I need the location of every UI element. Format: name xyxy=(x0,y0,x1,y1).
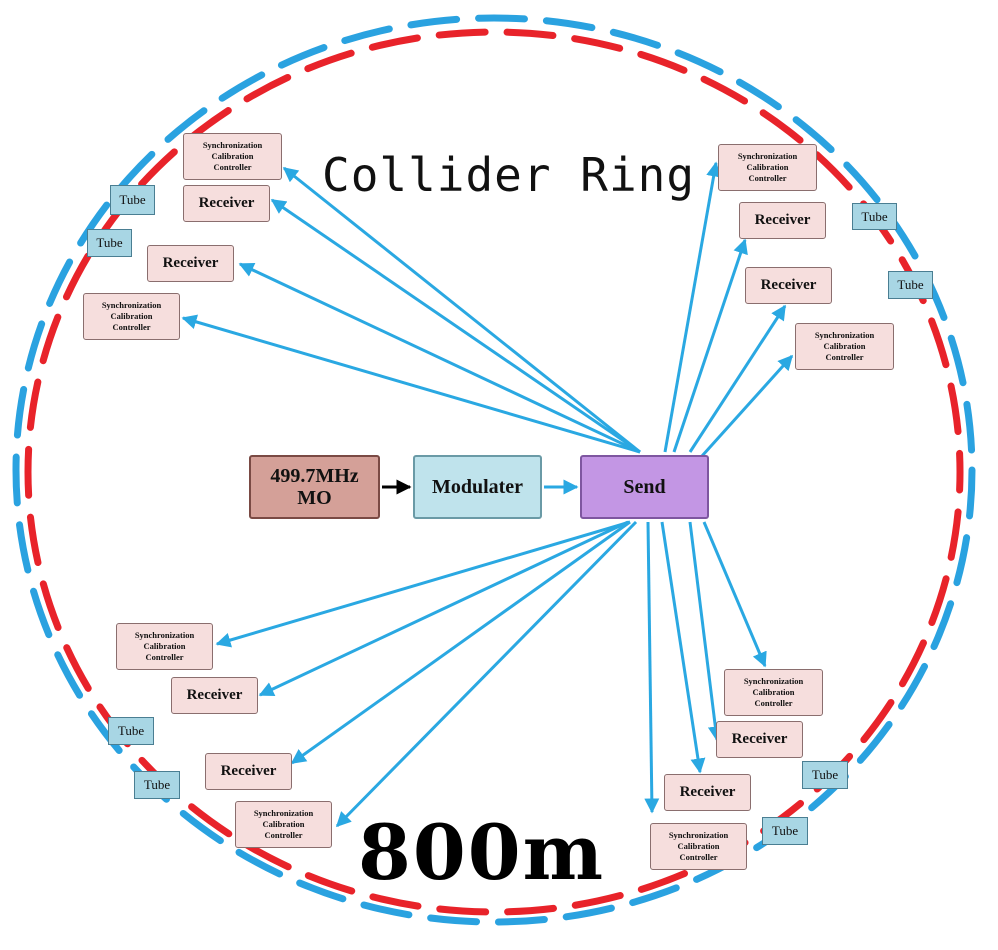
controller-line: Controller xyxy=(213,162,252,172)
arrow-send-to-sync-bottom-right xyxy=(702,521,767,668)
tube-bottom-left: Tube xyxy=(108,717,154,745)
send-box: Send xyxy=(580,455,709,519)
controller-line: Controller xyxy=(264,830,303,840)
distance-label: 800m xyxy=(358,808,606,897)
controller-line: Controller xyxy=(679,852,718,862)
sync-line: Synchronization xyxy=(814,330,875,340)
mo-frequency-label: 499.7MHz xyxy=(270,465,359,487)
sync-line: Synchronization xyxy=(743,676,804,686)
ring-outer-dashed xyxy=(12,14,976,926)
modulater-box: Modulater xyxy=(413,455,542,519)
sync-line: Synchronization xyxy=(202,140,263,150)
arrow-send-to-sync-top-left xyxy=(282,166,641,454)
receiver-bottom-left: Receiver xyxy=(171,677,258,714)
arrow-send-to-sync-bottom-center xyxy=(335,520,638,828)
arrow-send-to-sync-bottom-left xyxy=(215,520,631,648)
sync-controller-right: Synchronization Calibration Controller xyxy=(795,323,894,370)
sync-controller-bottom: Synchronization Calibration Controller xyxy=(650,823,747,870)
arrow-send-to-receiver-lower-left xyxy=(290,520,631,765)
sync-line: Synchronization xyxy=(253,808,314,818)
arrow-send-to-receiver-left xyxy=(238,262,641,454)
tube-lower-left: Tube xyxy=(134,771,180,799)
arrow-send-to-sync-top-right xyxy=(663,161,722,453)
sync-controller-bottom-left: Synchronization Calibration Controller xyxy=(116,623,213,670)
sync-line: Synchronization xyxy=(134,630,195,640)
sync-controller-top-right: Synchronization Calibration Controller xyxy=(718,144,817,191)
controller-line: Controller xyxy=(112,322,151,332)
arrow-send-to-sync-left xyxy=(181,314,641,454)
receiver-right: Receiver xyxy=(745,267,832,304)
receiver-bottom: Receiver xyxy=(664,774,751,811)
tube-bottom: Tube xyxy=(762,817,808,845)
arrow-send-to-receiver-top-right xyxy=(672,238,748,453)
receiver-top-right: Receiver xyxy=(739,202,826,239)
tube-right: Tube xyxy=(888,271,933,299)
tube-top-right: Tube xyxy=(852,203,897,230)
arrow-send-to-receiver-right xyxy=(688,304,787,453)
sync-controller-top-left: Synchronization Calibration Controller xyxy=(183,133,282,180)
mo-label: MO xyxy=(297,487,332,509)
arrow-send-to-receiver-bottom-left xyxy=(258,520,629,697)
arrow-send-to-receiver-bottom xyxy=(660,521,706,774)
calibration-line: Calibration xyxy=(211,151,254,161)
arrow-group xyxy=(181,161,794,828)
tube-left: Tube xyxy=(87,229,132,257)
receiver-top-left: Receiver xyxy=(183,185,270,222)
arrow-send-to-receiver-top-left xyxy=(270,198,641,454)
sync-line: Synchronization xyxy=(101,300,162,310)
mo-box: 499.7MHz MO xyxy=(249,455,380,519)
arrow-send-to-receiver-bottom-right xyxy=(688,521,723,742)
calibration-line: Calibration xyxy=(752,687,795,697)
diagram-title: Collider Ring xyxy=(322,148,696,202)
sync-line: Synchronization xyxy=(668,830,729,840)
controller-line: Controller xyxy=(754,698,793,708)
arrow-send-to-sync-bottom xyxy=(644,521,660,814)
receiver-bottom-right: Receiver xyxy=(716,721,803,758)
sync-controller-left: Synchronization Calibration Controller xyxy=(83,293,180,340)
tube-bottom-right: Tube xyxy=(802,761,848,789)
calibration-line: Calibration xyxy=(746,162,789,172)
calibration-line: Calibration xyxy=(110,311,153,321)
sync-controller-bottom-right: Synchronization Calibration Controller xyxy=(724,669,823,716)
calibration-line: Calibration xyxy=(262,819,305,829)
receiver-left: Receiver xyxy=(147,245,234,282)
sync-line: Synchronization xyxy=(737,151,798,161)
tube-top-left: Tube xyxy=(110,185,155,215)
controller-line: Controller xyxy=(145,652,184,662)
receiver-lower-left: Receiver xyxy=(205,753,292,790)
calibration-line: Calibration xyxy=(823,341,866,351)
ring-inner-dashed xyxy=(24,28,964,916)
controller-line: Controller xyxy=(748,173,787,183)
arrow-send-to-sync-right xyxy=(700,354,794,458)
calibration-line: Calibration xyxy=(143,641,186,651)
calibration-line: Calibration xyxy=(677,841,720,851)
controller-line: Controller xyxy=(825,352,864,362)
sync-controller-bottom-center: Synchronization Calibration Controller xyxy=(235,801,332,848)
